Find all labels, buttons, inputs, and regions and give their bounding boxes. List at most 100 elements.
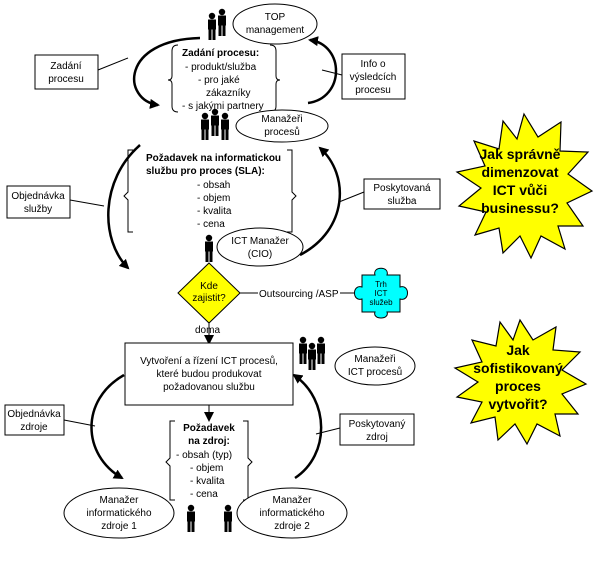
- pozadavek-item-3: - kvalita: [190, 476, 225, 487]
- dimenzovat-burst-shape: [455, 112, 594, 260]
- trh-line1: Trh: [375, 280, 387, 289]
- poskytovana-sluzba-arrow: [299, 146, 341, 257]
- manazer-zdroje-2-person-icon: [224, 504, 232, 532]
- sla-item-4: - cena: [197, 219, 225, 230]
- zadani-procesu-line2: procesu: [48, 74, 84, 85]
- sla-item-1: - obsah: [197, 180, 230, 191]
- zadani-item-3: zákazníky: [206, 88, 250, 99]
- manazeri-procesu-line1: Manažeři: [261, 114, 302, 125]
- poskytovany-zdroj-box: Poskytovaný zdroj: [339, 413, 415, 446]
- top-management-people-icon: [208, 8, 226, 41]
- dimenzovat-line1: Jak správně: [480, 146, 561, 162]
- trh-line3: služeb: [369, 298, 393, 307]
- info-vysledky-line2: výsledcích: [350, 72, 397, 83]
- manazer-zdroje-1-person-icon: [187, 504, 195, 532]
- zadani-item-2: - pro jaké: [198, 75, 240, 86]
- objednavka-zdroje-line2: zdroje: [20, 422, 48, 433]
- info-vysledky-line3: procesu: [355, 85, 391, 96]
- poskytovany-zdroj-line1: Poskytovaný: [349, 419, 406, 430]
- zadani-flow-arrow: [132, 36, 201, 109]
- poskytovany-zdroj-line2: zdroj: [366, 432, 388, 443]
- vytvoreni-line2: které budou produkovat: [156, 369, 261, 380]
- manazer-zdroje-1-node: Manažer informatického zdroje 1: [63, 487, 175, 539]
- info-flow-arrow: [307, 36, 338, 105]
- manazeri-ict-procesu-node: Manažeři ICT procesů: [334, 346, 416, 386]
- top-management-line2: management: [246, 25, 305, 36]
- objednavka-sluzby-connector: [69, 199, 105, 207]
- zadani-item-4: - s jakými partnery: [182, 101, 264, 112]
- sla-title-line1: Požadavek na informatickou: [146, 153, 281, 164]
- info-vysledky-line1: Info o: [360, 59, 385, 70]
- manazer-zdroje-2-node: Manažer informatického zdroje 2: [236, 487, 348, 539]
- info-connector: [321, 69, 343, 76]
- poskytovany-zdroj-connector: [315, 427, 341, 435]
- pozadavek-item-1: - obsah (typ): [176, 450, 232, 461]
- sla-item-3: - kvalita: [197, 206, 232, 217]
- manazeri-procesu-people-icon: [201, 108, 229, 140]
- zadani-connector: [97, 57, 129, 71]
- sla-title-line2: službu pro proces (SLA):: [146, 166, 265, 177]
- sofistikovany-callout: Jak sofistikovaný proces vytvořit?: [453, 318, 588, 446]
- ict-manazer-person-icon: [205, 234, 213, 262]
- sofistikovany-line4: vytvořit?: [488, 396, 547, 412]
- vytvoreni-line1: Vytvoření a řízení ICT procesů,: [140, 355, 278, 367]
- manazer-zdroje-1-line1: Manažer: [100, 495, 140, 506]
- objednavka-sluzby-line2: služby: [24, 204, 52, 215]
- sla-content: Požadavek na informatickou službu pro pr…: [123, 149, 297, 233]
- manazeri-procesu-line2: procesů: [264, 126, 300, 138]
- pozadavek-title-line1: Požadavek: [183, 423, 235, 434]
- zadani-content: Zadání procesu: - produkt/služba - pro j…: [167, 44, 281, 113]
- kde-zajistit-line1: Kde: [200, 281, 218, 292]
- zadani-title: Zadání procesu:: [182, 48, 259, 59]
- manazer-zdroje-2-line3: zdroje 2: [274, 521, 310, 532]
- poskytovana-sluzba-connector: [338, 191, 365, 203]
- sofistikovany-burst-shape: [453, 318, 588, 446]
- objednavka-sluzby-line1: Objednávka: [11, 191, 65, 202]
- manazer-zdroje-1-line2: informatického: [86, 508, 151, 519]
- manazer-zdroje-2-line2: informatického: [259, 508, 324, 519]
- pozadavek-item-2: - objem: [190, 463, 223, 474]
- trh-line2: ICT: [375, 289, 388, 298]
- objednavka-zdroje-connector: [63, 419, 96, 427]
- manazeri-ict-line1: Manažeři: [354, 354, 395, 365]
- ict-manazer-line2: (CIO): [248, 249, 272, 260]
- ict-manazer-node: ICT Manažer (CIO): [216, 227, 304, 267]
- pozadavek-item-4: - cena: [190, 489, 218, 500]
- zadani-procesu-line1: Zadání: [50, 61, 81, 72]
- top-management-line1: TOP: [265, 12, 286, 23]
- poskytovana-sluzba-box: Poskytovaná služba: [363, 178, 441, 210]
- manazeri-ict-people-icon: [299, 336, 325, 370]
- dimenzovat-line2: dimenzovat: [481, 164, 558, 180]
- doma-label: doma: [195, 325, 220, 336]
- sofistikovany-line2: sofistikovaný: [473, 360, 563, 376]
- vytvoreni-box: Vytvoření a řízení ICT procesů, které bu…: [124, 342, 294, 406]
- outsourcing-label: Outsourcing /ASP: [259, 289, 339, 300]
- trh-ict-sluzeb-puzzle: Trh ICT služeb: [354, 267, 408, 319]
- sofistikovany-line3: proces: [495, 378, 541, 394]
- ict-manazer-line1: ICT Manažer: [231, 236, 289, 247]
- objednavka-sluzby-arrow: [107, 144, 141, 270]
- manazeri-ict-line2: ICT procesů: [348, 366, 402, 378]
- sla-item-2: - objem: [197, 193, 230, 204]
- top-management-node: TOP management: [232, 3, 318, 45]
- objednavka-zdroje-arrow: [90, 373, 125, 480]
- kde-zajistit-diamond: Kde zajistit?: [177, 262, 241, 324]
- dimenzovat-line4: businessu?: [481, 200, 559, 216]
- dimenzovat-line3: ICT vůči: [493, 182, 547, 198]
- pozadavek-zdroj-content: Požadavek na zdroj: - obsah (typ) - obje…: [165, 420, 253, 501]
- pozadavek-title-line2: na zdroj:: [188, 436, 230, 447]
- sofistikovany-line1: Jak: [506, 342, 530, 358]
- manazer-zdroje-2-line1: Manažer: [273, 495, 313, 506]
- poskytovana-sluzba-line2: služba: [388, 196, 417, 207]
- manazer-zdroje-1-line3: zdroje 1: [101, 521, 137, 532]
- poskytovany-zdroj-arrow: [292, 373, 323, 480]
- objednavka-zdroje-box: Objednávka zdroje: [4, 404, 65, 436]
- zadani-item-1: - produkt/služba: [185, 62, 257, 73]
- dimenzovat-callout: Jak správně dimenzovat ICT vůči business…: [455, 112, 594, 260]
- objednavka-zdroje-line1: Objednávka: [7, 409, 61, 420]
- poskytovana-sluzba-line1: Poskytovaná: [373, 183, 431, 194]
- info-vysledky-box: Info o výsledcích procesu: [341, 53, 406, 100]
- manazeri-procesu-node: Manažeři procesů: [235, 109, 329, 143]
